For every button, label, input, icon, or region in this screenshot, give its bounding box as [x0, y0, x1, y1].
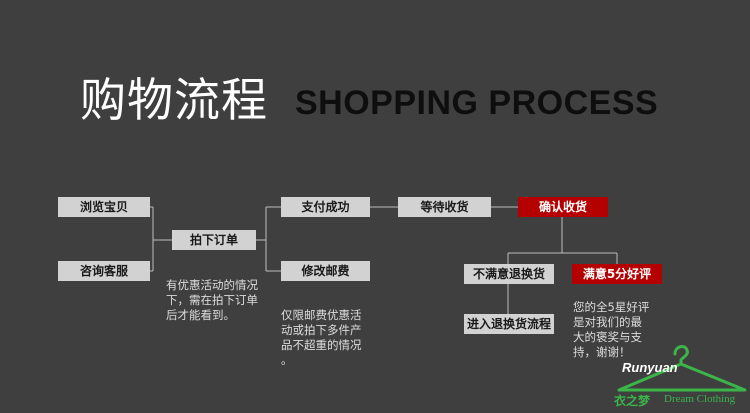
node-pay: 支付成功 — [281, 197, 370, 217]
node-consult: 咨询客服 — [58, 261, 150, 281]
node-not-satisfied: 不满意退换货 — [464, 264, 554, 284]
shipping-note: 仅限邮费优惠活 动或拍下多件产 品不超重的情况 。 — [281, 308, 362, 367]
page-subtitle: SHOPPING PROCESS — [295, 84, 659, 122]
node-wait-delivery: 等待收货 — [398, 197, 491, 217]
logo-text-sub: Dream Clothing — [664, 393, 736, 405]
runyuan-logo-icon — [617, 345, 747, 392]
review-note: 您的全5星好评 是对我们的最 大的褒奖与支 持，谢谢！ — [573, 300, 650, 359]
logo-text-cn: 衣之梦 — [614, 394, 651, 408]
node-return-process: 进入退换货流程 — [464, 314, 554, 334]
page-title: 购物流程 — [80, 73, 268, 127]
node-confirm-receipt: 确认收货 — [518, 197, 608, 217]
order-note: 有优惠活动的情况 下，需在拍下订单 后才能看到。 — [166, 278, 258, 322]
node-browse: 浏览宝贝 — [58, 197, 150, 217]
logo-text-en: Runyuan — [622, 360, 678, 375]
node-satisfied: 满意5分好评 — [572, 264, 662, 284]
node-modify-shipping: 修改邮费 — [281, 261, 370, 281]
node-order: 拍下订单 — [172, 230, 256, 250]
